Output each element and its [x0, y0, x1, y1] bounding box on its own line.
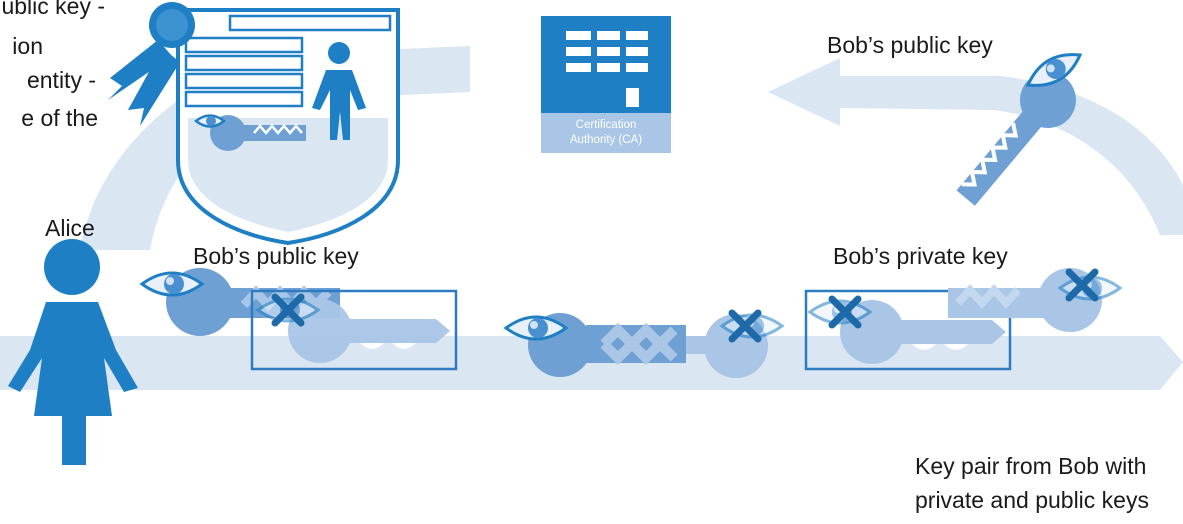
right-private-key: [948, 268, 1122, 332]
certificate-icon: [176, 8, 400, 246]
bob-public-key-label: Bob’s public key: [193, 243, 359, 269]
bob-public-key-top-label: Bob’s public key: [827, 32, 993, 58]
certificate-text-line-1: ublic key -: [1, 0, 105, 19]
certificate-text-line-2: ion: [12, 33, 43, 59]
ca-building-icon: [541, 16, 671, 153]
ca-label-line-2: Authority (CA): [569, 134, 643, 146]
right-arc-band: [768, 58, 1183, 235]
bob-private-key-label: Bob’s private key: [833, 243, 1008, 269]
center-key-pair: [504, 313, 784, 378]
key-pair-caption-line-2: private and public keys: [915, 487, 1149, 513]
alice-figure-icon: [8, 239, 138, 465]
ca-label: Certification Authority (CA): [541, 118, 671, 148]
certificate-text-line-3: entity -: [26, 67, 96, 93]
key-pair-caption-line-1: Key pair from Bob with: [915, 453, 1147, 479]
rosette-icon: [108, 2, 195, 126]
left-frame: [250, 289, 458, 371]
right-frame: [804, 289, 1012, 371]
certificate-text-line-4: e of the: [21, 105, 98, 131]
ca-label-line-1: Certification: [575, 119, 637, 131]
alice-label: Alice: [45, 215, 95, 241]
